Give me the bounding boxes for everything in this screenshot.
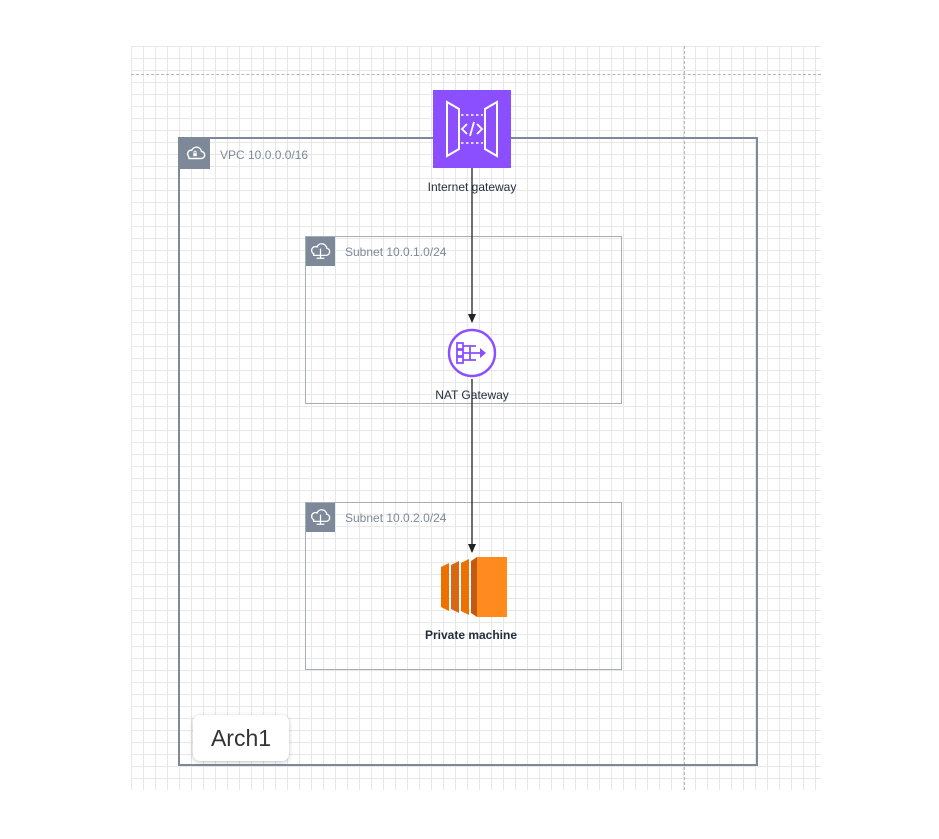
page-break-horizontal (131, 74, 821, 75)
vpc-label: VPC 10.0.0.0/16 (220, 148, 309, 162)
diagram-canvas[interactable] (131, 46, 821, 790)
subnet-label: Subnet 10.0.2.0/24 (345, 511, 447, 525)
cloud-lock-icon (180, 139, 210, 169)
nat-gateway-label: NAT Gateway (435, 388, 509, 402)
cloud-lock-icon (306, 503, 335, 532)
private-machine-label: Private machine (424, 628, 518, 642)
subnet-label: Subnet 10.0.1.0/24 (345, 245, 447, 259)
subnet-group-1[interactable]: Subnet 10.0.1.0/24 (305, 236, 622, 404)
vpc-group[interactable]: VPC 10.0.0.0/16 (178, 137, 758, 766)
nat-gateway-icon[interactable] (446, 327, 498, 379)
subnet-group-2[interactable]: Subnet 10.0.2.0/24 (305, 502, 622, 670)
page-break-vertical (684, 46, 685, 790)
cloud-lock-icon (306, 237, 335, 266)
architecture-tag[interactable]: Arch1 (193, 715, 289, 761)
internet-gateway-label: Internet gateway (427, 180, 517, 194)
ec2-instance-icon[interactable] (441, 557, 507, 617)
api-gateway-icon[interactable] (433, 90, 511, 168)
